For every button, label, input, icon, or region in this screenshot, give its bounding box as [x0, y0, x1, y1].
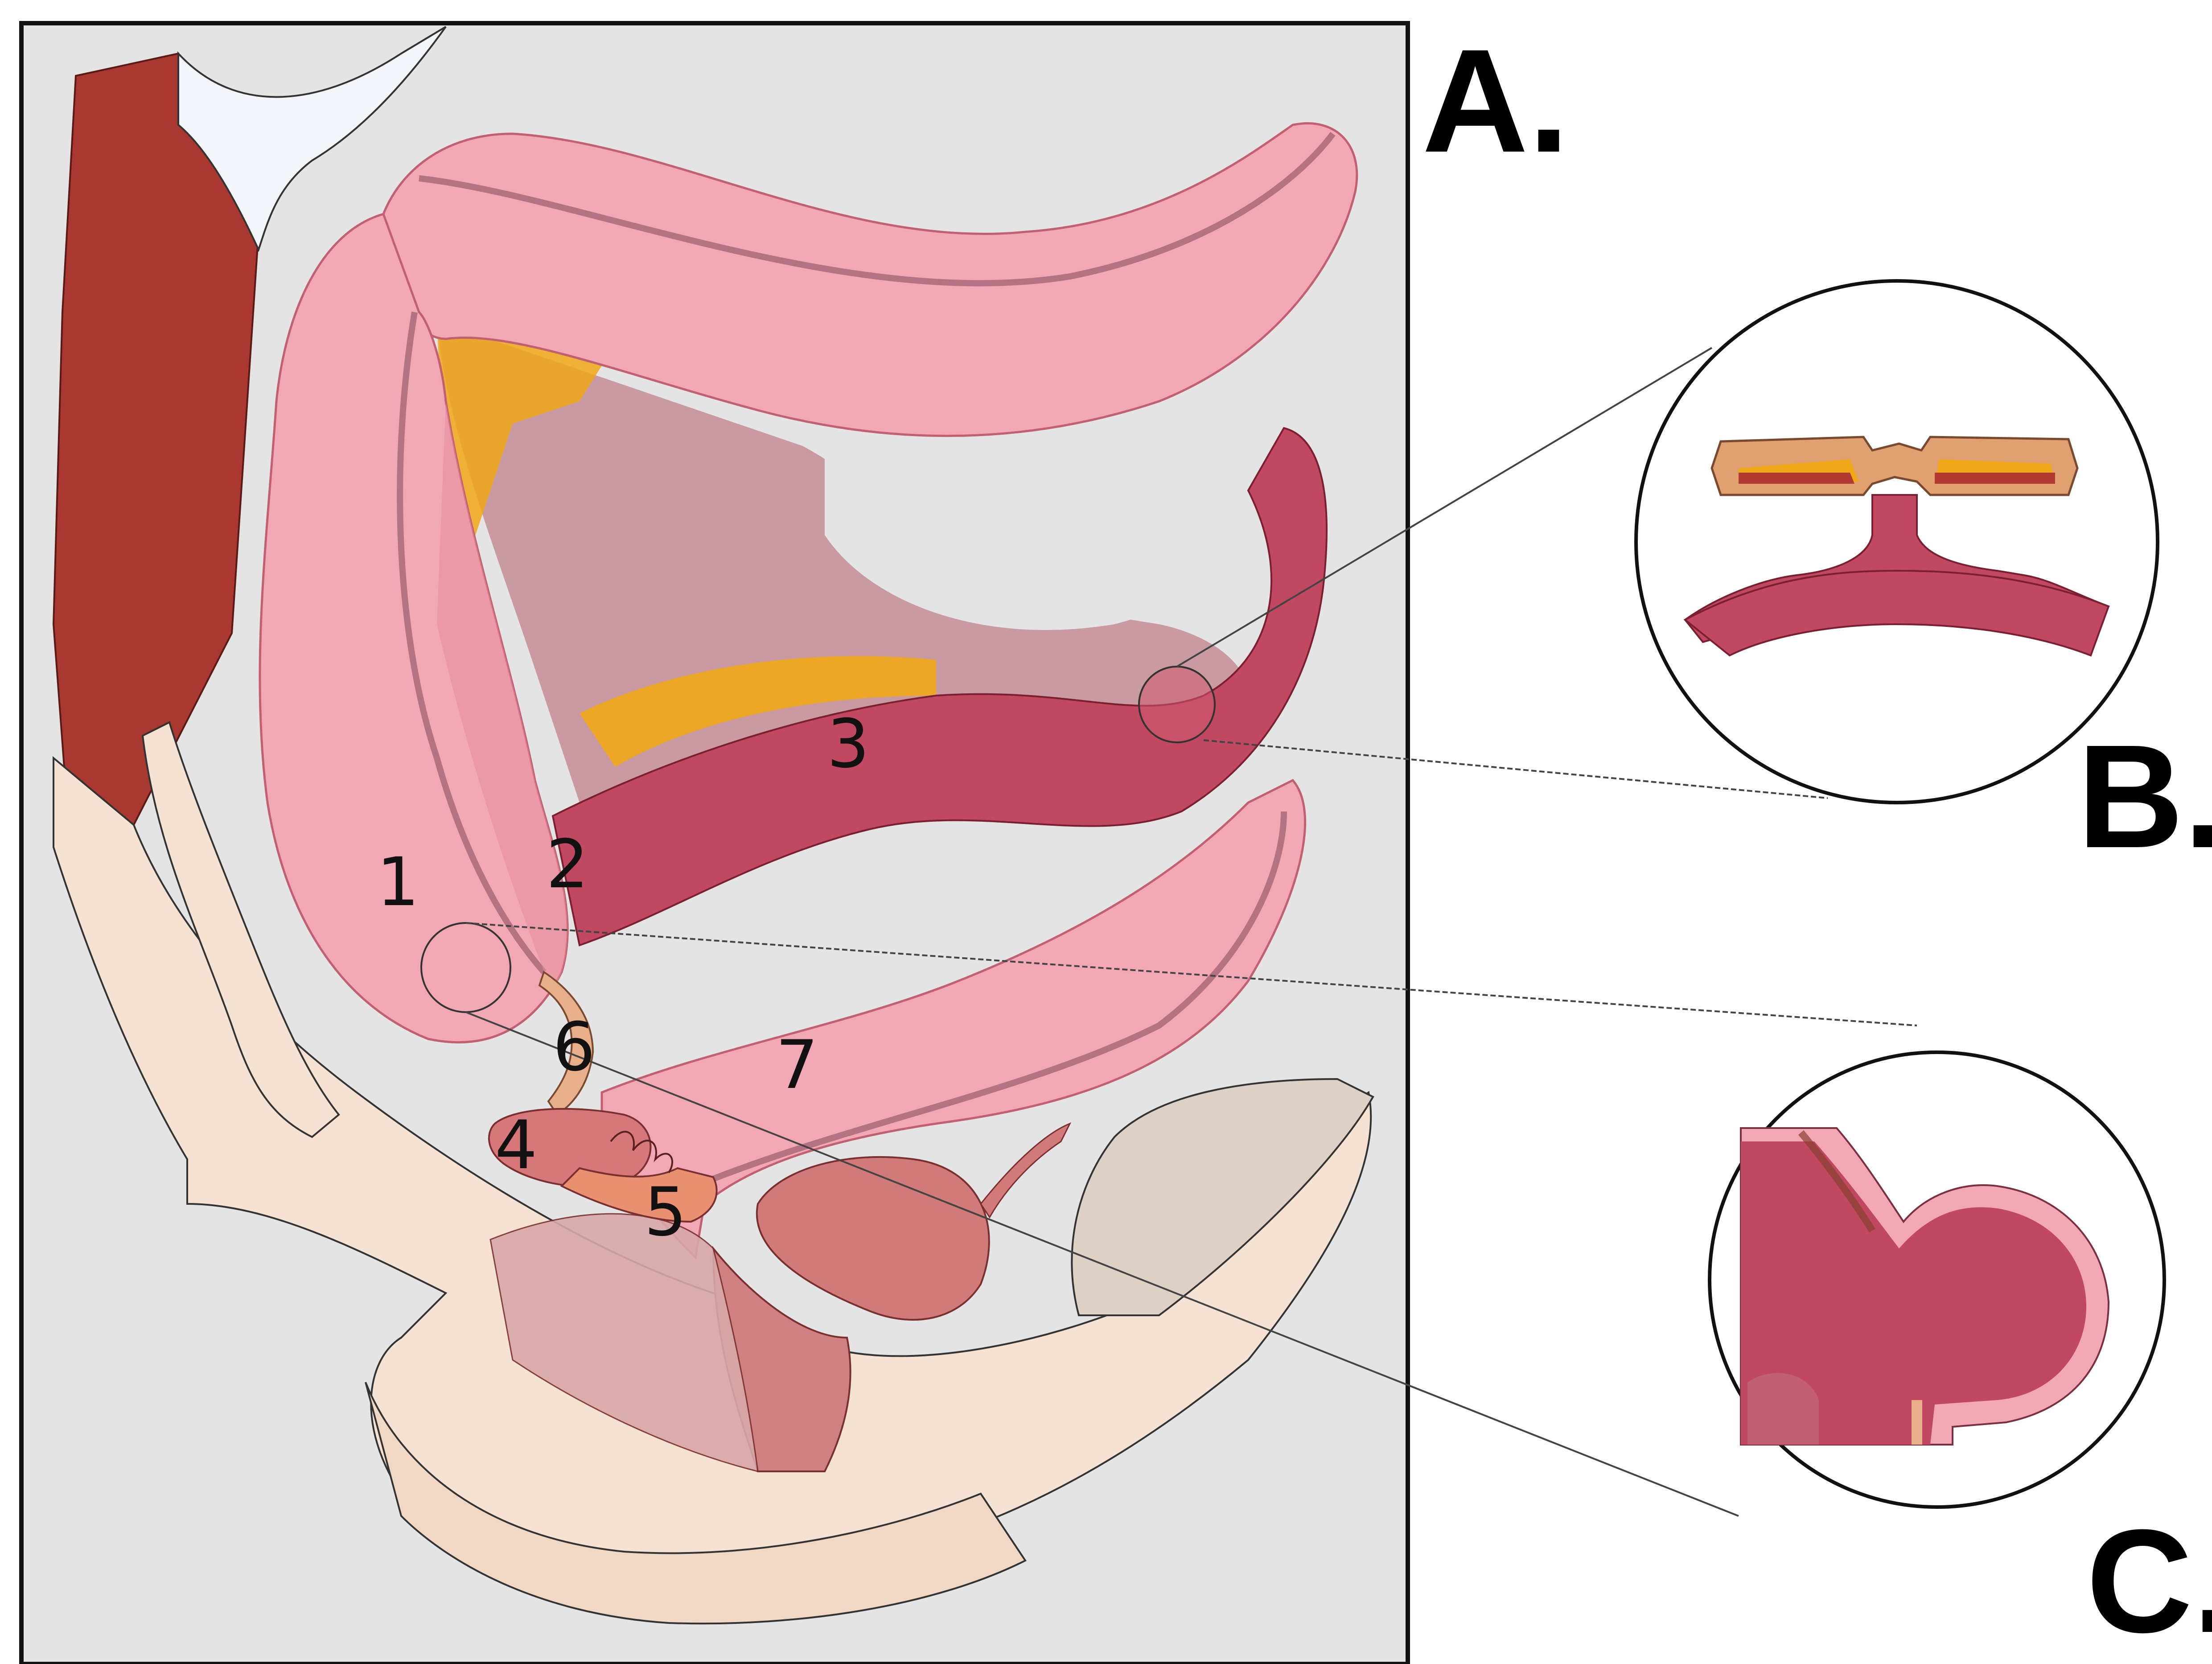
- panel-label-c: C.: [2086, 1499, 2212, 1663]
- structure-number-6: 6: [553, 1009, 595, 1086]
- panel-c: [1710, 1052, 2164, 1507]
- panel-a: 1 2 3 4 5 6 7: [21, 23, 1917, 1664]
- structure-number-7: 7: [776, 1026, 818, 1104]
- panel-b-fat-left-vessel: [1739, 473, 1854, 484]
- panel-b-fat-right-vessel: [1935, 473, 2055, 484]
- panel-label-b: B.: [2077, 714, 2212, 878]
- structure-number-5: 5: [644, 1174, 687, 1251]
- zoom-marker-c: [421, 923, 510, 1012]
- structure-number-3: 3: [827, 705, 869, 783]
- zoom-marker-b: [1139, 667, 1215, 742]
- structure-number-1: 1: [377, 844, 419, 921]
- structure-number-2: 2: [546, 826, 588, 903]
- panel-label-a: A.: [1422, 18, 1569, 183]
- structure-number-4: 4: [495, 1107, 537, 1184]
